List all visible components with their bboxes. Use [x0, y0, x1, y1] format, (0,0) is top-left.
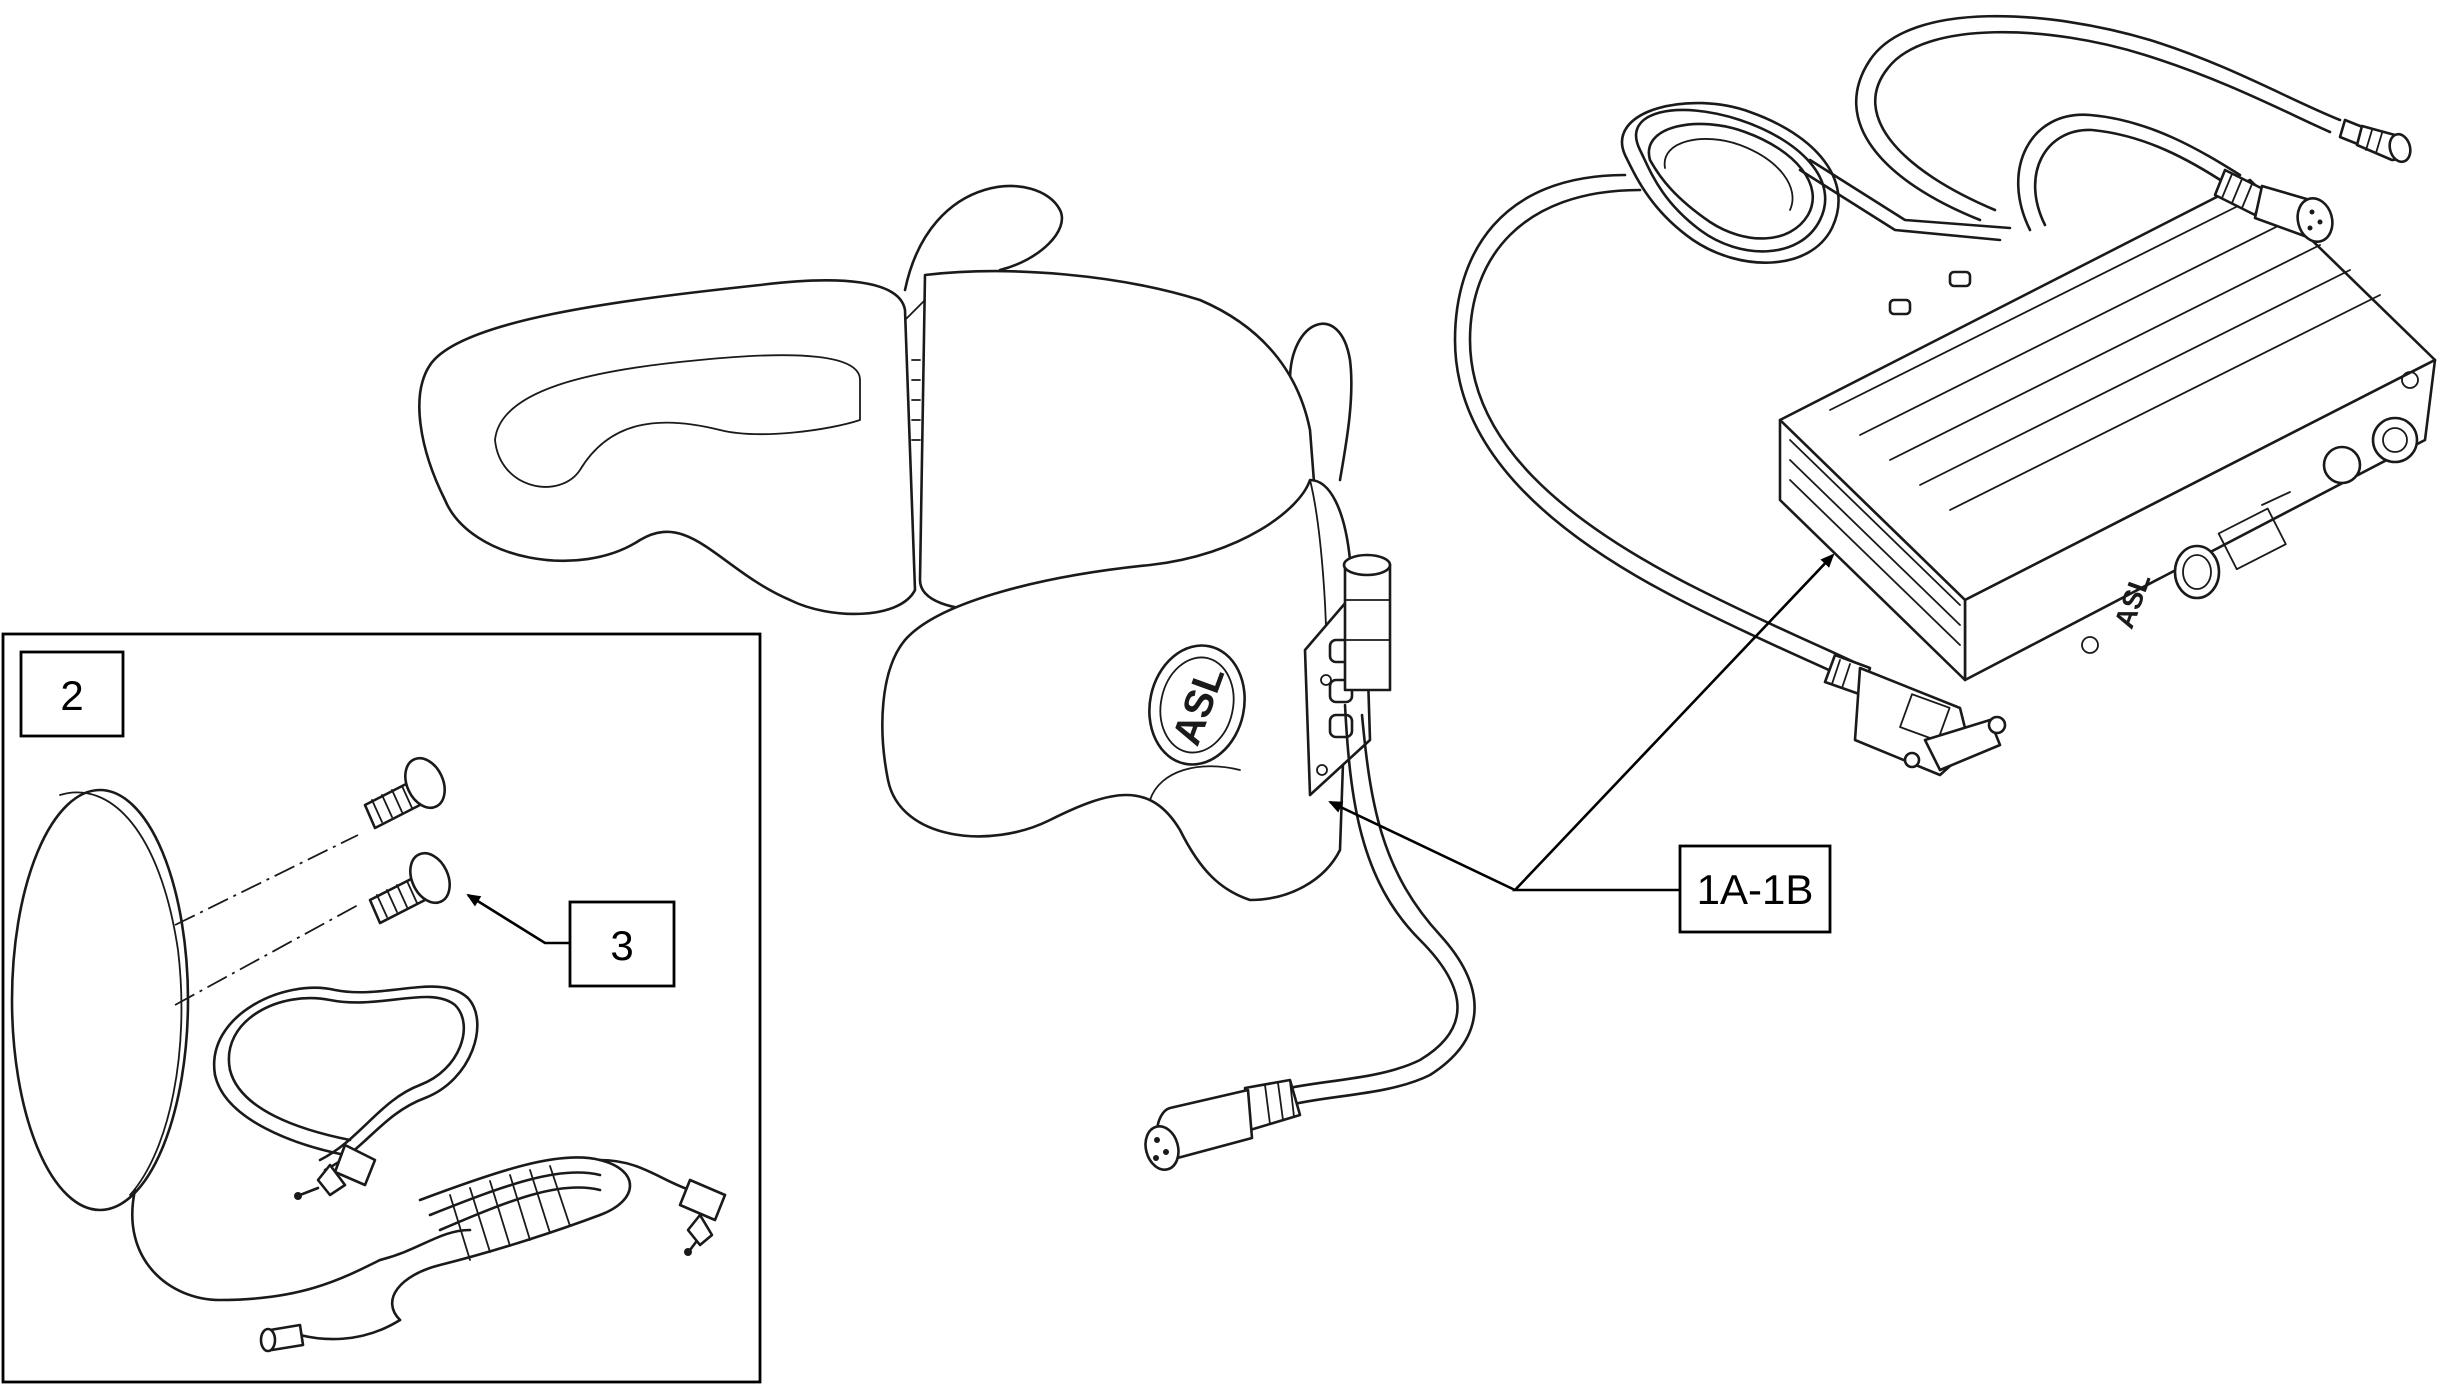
din-plug-connector — [1144, 1078, 1302, 1171]
module-mini-connector — [2338, 118, 2412, 164]
callout-label-3: 3 — [610, 922, 633, 969]
db9-connector — [1823, 653, 2007, 777]
screw-upper — [363, 756, 446, 830]
module-din-connector — [2213, 168, 2334, 244]
headrest-logo-badge — [1148, 644, 1246, 766]
control-module: ASL — [1778, 178, 2437, 682]
callout-box-2 — [19, 650, 125, 738]
callout-label-2: 2 — [60, 672, 83, 719]
audio-jack-end — [259, 1323, 305, 1353]
oval-pad — [10, 788, 190, 1212]
inset-frame — [1, 632, 762, 1384]
audio-plug-1 — [294, 1143, 377, 1200]
callout-box-3 — [568, 900, 676, 988]
module-cables — [1453, 14, 2412, 777]
headrest-assembly: ASL — [418, 184, 1392, 902]
left-pad — [418, 279, 917, 616]
callout-label-1a1b: 1A-1B — [1697, 866, 1814, 913]
callout-box-1a1b — [1678, 844, 1832, 934]
module-side — [1778, 418, 1967, 682]
screw-lower — [368, 851, 451, 925]
audio-plug-2 — [678, 1178, 727, 1256]
headrest-cable — [1144, 703, 1476, 1171]
detail-inset: 2 3 — [1, 632, 762, 1384]
front-pad — [881, 478, 1352, 902]
callout-1a1b: 1A-1B — [1328, 553, 1835, 934]
